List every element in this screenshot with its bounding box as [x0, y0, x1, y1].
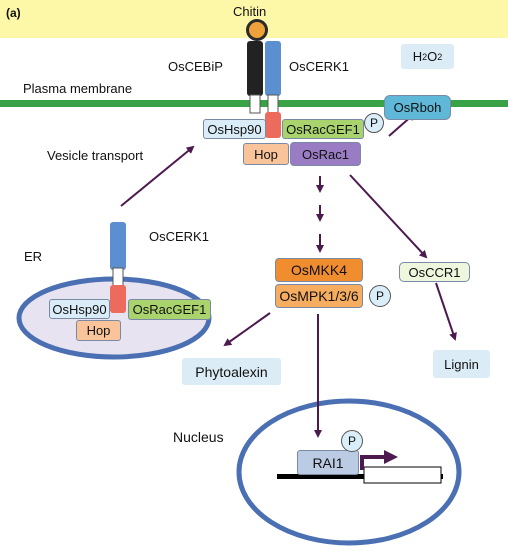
osrac1-box: OsRac1	[290, 142, 361, 166]
transcription-start-arrow-icon	[360, 455, 384, 470]
panel-label: (a)	[6, 6, 21, 20]
osmpk-box: OsMPK1/3/6	[275, 284, 363, 308]
oscerk1-top-label: OsCERK1	[289, 59, 349, 74]
arrow-to-lignin	[435, 282, 457, 341]
hop-er-box: Hop	[76, 320, 121, 341]
oscerk1-er-label: OsCERK1	[149, 229, 209, 244]
rai1-box: RAI1	[297, 450, 359, 475]
oshsp90-er-box: OsHsp90	[49, 299, 110, 319]
chitin-icon	[246, 19, 268, 41]
h2o2-o: O	[427, 49, 438, 64]
osccr1-box: OsCCR1	[399, 262, 470, 282]
gene-box	[363, 466, 442, 484]
plasma-membrane-label: Plasma membrane	[23, 81, 133, 96]
osracgef1-er-box: OsRacGEF1	[128, 299, 211, 320]
rai1-phospho-badge: P	[341, 430, 363, 452]
chitin-label: Chitin	[233, 4, 267, 19]
phytoalexin-box: Phytoalexin	[182, 358, 281, 385]
arrow-to-phytoalexin	[223, 312, 271, 347]
lignin-box: Lignin	[433, 350, 490, 378]
oscebip-label: OsCEBiP	[168, 59, 223, 74]
osmkk4-box: OsMKK4	[275, 258, 363, 282]
er-label: ER	[24, 249, 43, 264]
oshsp90-top-box: OsHsp90	[203, 119, 266, 139]
transcription-arrowhead-icon	[384, 450, 398, 464]
oscerk1-top-receptor-icon	[265, 41, 281, 138]
vesicle-transport-label: Vesicle transport	[47, 148, 144, 163]
osracgef1-top-box: OsRacGEF1	[282, 119, 364, 139]
oscebip-receptor-icon	[247, 41, 263, 114]
h2o2-sub1: 2	[422, 51, 428, 62]
oscerk1-er-receptor-icon	[110, 222, 126, 313]
dna-line	[277, 474, 443, 479]
nucleus-label: Nucleus	[173, 429, 224, 445]
osrboh-phospho-badge: P	[364, 113, 384, 133]
h2o2-h: H	[412, 49, 423, 64]
osrboh-box: OsRboh	[384, 95, 451, 120]
osmpk-phospho-badge: P	[369, 285, 391, 307]
arrow-to-osccr1	[349, 174, 428, 259]
arrow-vesicle-transport	[120, 145, 195, 207]
h2o2-sub2: 2	[437, 51, 443, 62]
hop-top-box: Hop	[243, 143, 289, 165]
